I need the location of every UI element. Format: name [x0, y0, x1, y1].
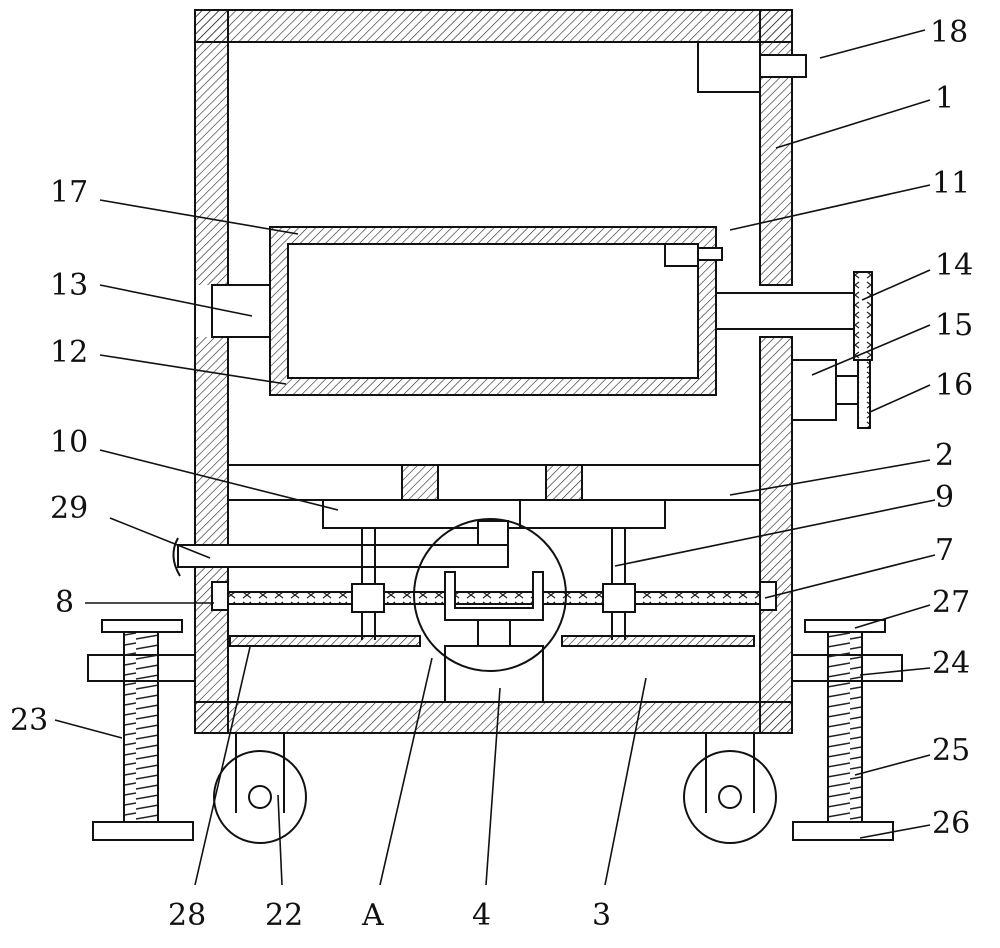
label-24: 24: [932, 646, 970, 681]
label-A: A: [361, 898, 384, 933]
leader-lines: [55, 30, 935, 885]
label-7: 7: [935, 533, 954, 568]
label-26: 26: [932, 806, 970, 841]
label-8: 8: [55, 585, 74, 620]
label-10: 10: [50, 425, 88, 460]
label-3: 3: [592, 898, 611, 933]
block-4: [445, 646, 543, 702]
label-22: 22: [265, 898, 303, 933]
leveling-foot-right: [792, 620, 902, 840]
label-12: 12: [50, 335, 88, 370]
shaft-13: [212, 285, 270, 337]
label-25: 25: [932, 733, 970, 768]
label-28: 28: [168, 898, 206, 933]
label-16: 16: [935, 368, 973, 403]
label-11: 11: [932, 166, 970, 201]
label-17: 17: [50, 175, 88, 210]
label-13: 13: [50, 268, 88, 303]
drum-box: [270, 227, 722, 395]
wheel-right: [684, 733, 776, 843]
label-29: 29: [50, 491, 88, 526]
label-15: 15: [935, 308, 973, 343]
wheel-left: [214, 733, 306, 843]
label-23: 23: [10, 703, 48, 738]
label-18: 18: [930, 15, 968, 50]
leveling-foot-left: [88, 620, 195, 840]
label-9: 9: [935, 480, 954, 515]
label-4: 4: [472, 898, 491, 933]
label-1: 1: [935, 81, 954, 116]
plate-2: [228, 465, 760, 500]
label-14: 14: [935, 248, 973, 283]
label-2: 2: [935, 438, 954, 473]
label-27: 27: [932, 585, 970, 620]
